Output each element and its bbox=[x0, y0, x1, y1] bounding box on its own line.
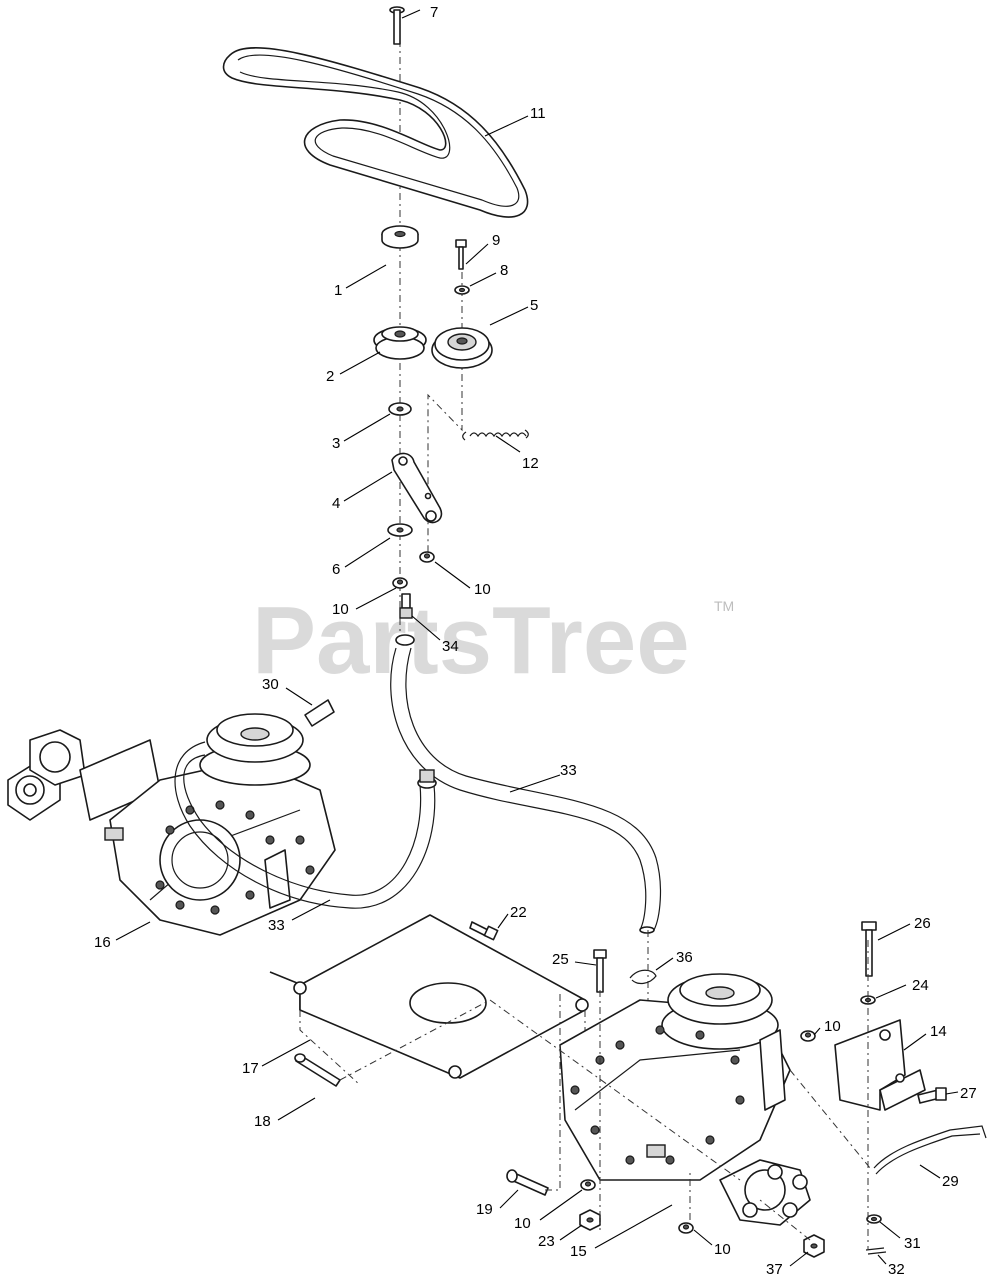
callout-33a: 33 bbox=[560, 762, 577, 779]
callout-6: 6 bbox=[332, 561, 340, 578]
callout-19: 19 bbox=[476, 1201, 493, 1218]
cotter-pin-32[interactable] bbox=[865, 1247, 887, 1255]
callout-18: 18 bbox=[254, 1113, 271, 1130]
callout-33b: 33 bbox=[268, 917, 285, 934]
bolt-9[interactable] bbox=[455, 239, 467, 270]
washer-3[interactable] bbox=[388, 402, 412, 416]
washer-6[interactable] bbox=[387, 523, 413, 537]
leader-lines bbox=[115, 9, 959, 1267]
drive-belt-11[interactable] bbox=[222, 47, 529, 218]
transmission-15-right[interactable] bbox=[559, 973, 811, 1226]
axis-line-29 bbox=[789, 1069, 871, 1169]
callout-5: 5 bbox=[530, 297, 538, 314]
washer-8[interactable] bbox=[454, 285, 470, 295]
callout-10b: 10 bbox=[474, 581, 491, 598]
bolt-25[interactable] bbox=[593, 949, 607, 993]
callout-34: 34 bbox=[442, 638, 459, 655]
callout-26: 26 bbox=[914, 915, 931, 932]
pulley-2[interactable] bbox=[373, 326, 427, 360]
callout-31: 31 bbox=[904, 1235, 921, 1252]
nut-37[interactable] bbox=[803, 1234, 825, 1258]
callout-27: 27 bbox=[960, 1085, 977, 1102]
callout-2: 2 bbox=[326, 368, 334, 385]
bracket-30[interactable] bbox=[304, 699, 335, 727]
callout-10a: 10 bbox=[332, 601, 349, 618]
callout-36: 36 bbox=[676, 949, 693, 966]
nut-10-top-right[interactable] bbox=[419, 551, 435, 563]
spring-12[interactable] bbox=[462, 429, 529, 441]
callout-14: 14 bbox=[930, 1023, 947, 1040]
bolt-27[interactable] bbox=[917, 1087, 947, 1104]
callout-3: 3 bbox=[332, 435, 340, 452]
callout-24: 24 bbox=[912, 977, 929, 994]
callout-9: 9 bbox=[492, 232, 500, 249]
rod-29[interactable] bbox=[873, 1125, 987, 1175]
pin-18[interactable] bbox=[294, 1053, 341, 1087]
axis-line-37 bbox=[759, 1199, 811, 1241]
callout-1: 1 bbox=[334, 282, 342, 299]
axis-line-18 bbox=[339, 999, 741, 1181]
watermark-text: PartsTree bbox=[252, 587, 690, 694]
fitting-34[interactable] bbox=[395, 593, 415, 646]
clip-36[interactable] bbox=[629, 969, 657, 985]
nut-10-lower-left[interactable] bbox=[580, 1179, 596, 1191]
nut-10-right[interactable] bbox=[800, 1030, 816, 1042]
callout-10e: 10 bbox=[714, 1241, 731, 1258]
callout-16: 16 bbox=[94, 934, 111, 951]
idler-pulley-5[interactable] bbox=[431, 327, 493, 369]
nut-23[interactable] bbox=[579, 1209, 601, 1231]
callout-10d: 10 bbox=[514, 1215, 531, 1232]
watermark-trademark: TM bbox=[714, 598, 734, 614]
bolt-7[interactable] bbox=[389, 6, 405, 45]
callout-23: 23 bbox=[538, 1233, 555, 1250]
callout-4: 4 bbox=[332, 495, 340, 512]
pulley-1[interactable] bbox=[381, 225, 419, 249]
callout-12: 12 bbox=[522, 455, 539, 472]
bolt-19[interactable] bbox=[506, 1169, 549, 1196]
mounting-plate-17[interactable] bbox=[269, 914, 589, 1086]
axis-line-19 bbox=[545, 990, 561, 1191]
bolt-22[interactable] bbox=[469, 921, 499, 941]
callout-29: 29 bbox=[942, 1173, 959, 1190]
idler-arm-4[interactable] bbox=[391, 452, 443, 524]
nut-10-top-left[interactable] bbox=[392, 577, 408, 589]
bolt-26[interactable] bbox=[861, 921, 877, 977]
callout-32: 32 bbox=[888, 1261, 905, 1278]
callout-11: 11 bbox=[530, 105, 546, 122]
callout-10c: 10 bbox=[824, 1018, 841, 1035]
callout-37: 37 bbox=[766, 1261, 783, 1278]
hose-33-left[interactable] bbox=[174, 741, 437, 909]
callout-25: 25 bbox=[552, 951, 569, 968]
hose-33-right[interactable] bbox=[390, 647, 662, 934]
callout-30: 30 bbox=[262, 676, 279, 693]
callout-22: 22 bbox=[510, 904, 527, 921]
transmission-16-left[interactable] bbox=[7, 713, 336, 936]
washer-31[interactable] bbox=[866, 1214, 882, 1224]
nut-10-bottom[interactable] bbox=[678, 1222, 694, 1234]
callout-15: 15 bbox=[570, 1243, 587, 1260]
callout-8: 8 bbox=[500, 262, 508, 279]
callout-17: 17 bbox=[242, 1060, 259, 1077]
callout-7: 7 bbox=[430, 4, 438, 21]
callout-labels: 7 11 9 8 1 5 2 3 12 4 6 10 10 34 30 33 3… bbox=[94, 4, 977, 1278]
bracket-14[interactable] bbox=[834, 1019, 926, 1111]
